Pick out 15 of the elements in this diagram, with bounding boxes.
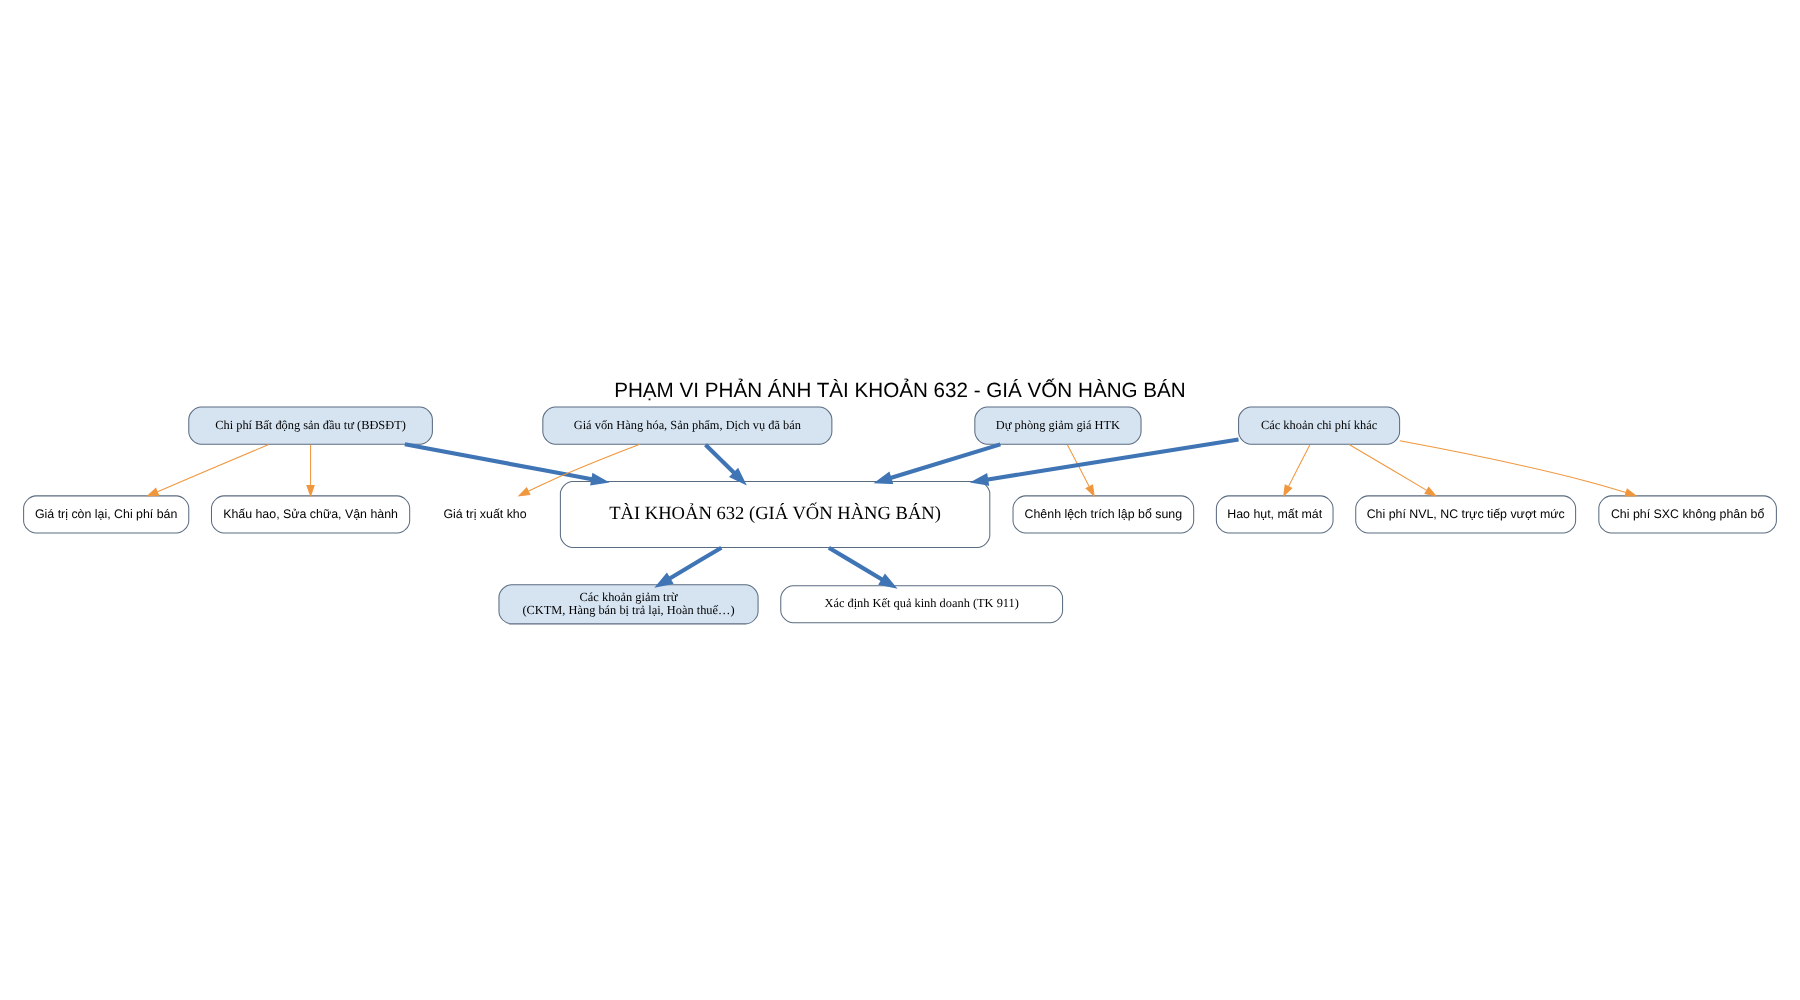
arrow xyxy=(1066,444,1095,498)
arrow xyxy=(306,444,315,498)
arrow xyxy=(404,442,610,486)
node-box: TÀI KHOẢN 632 (GIÁ VỐN HÀNG BÁN) xyxy=(559,480,991,548)
arrow xyxy=(827,545,898,589)
arrow xyxy=(704,443,747,486)
arrow xyxy=(146,443,270,497)
arrow xyxy=(517,443,641,497)
arrow xyxy=(1399,440,1638,497)
diagram-title: PHẠM VI PHẢN ÁNH TÀI KHOẢN 632 - GIÁ VỐN HÀNG BÁN xyxy=(614,380,1186,403)
arrow xyxy=(873,442,1001,484)
arrow xyxy=(1283,444,1311,498)
arrow xyxy=(969,437,1239,486)
arrow xyxy=(654,545,723,588)
arrow xyxy=(1348,443,1438,497)
